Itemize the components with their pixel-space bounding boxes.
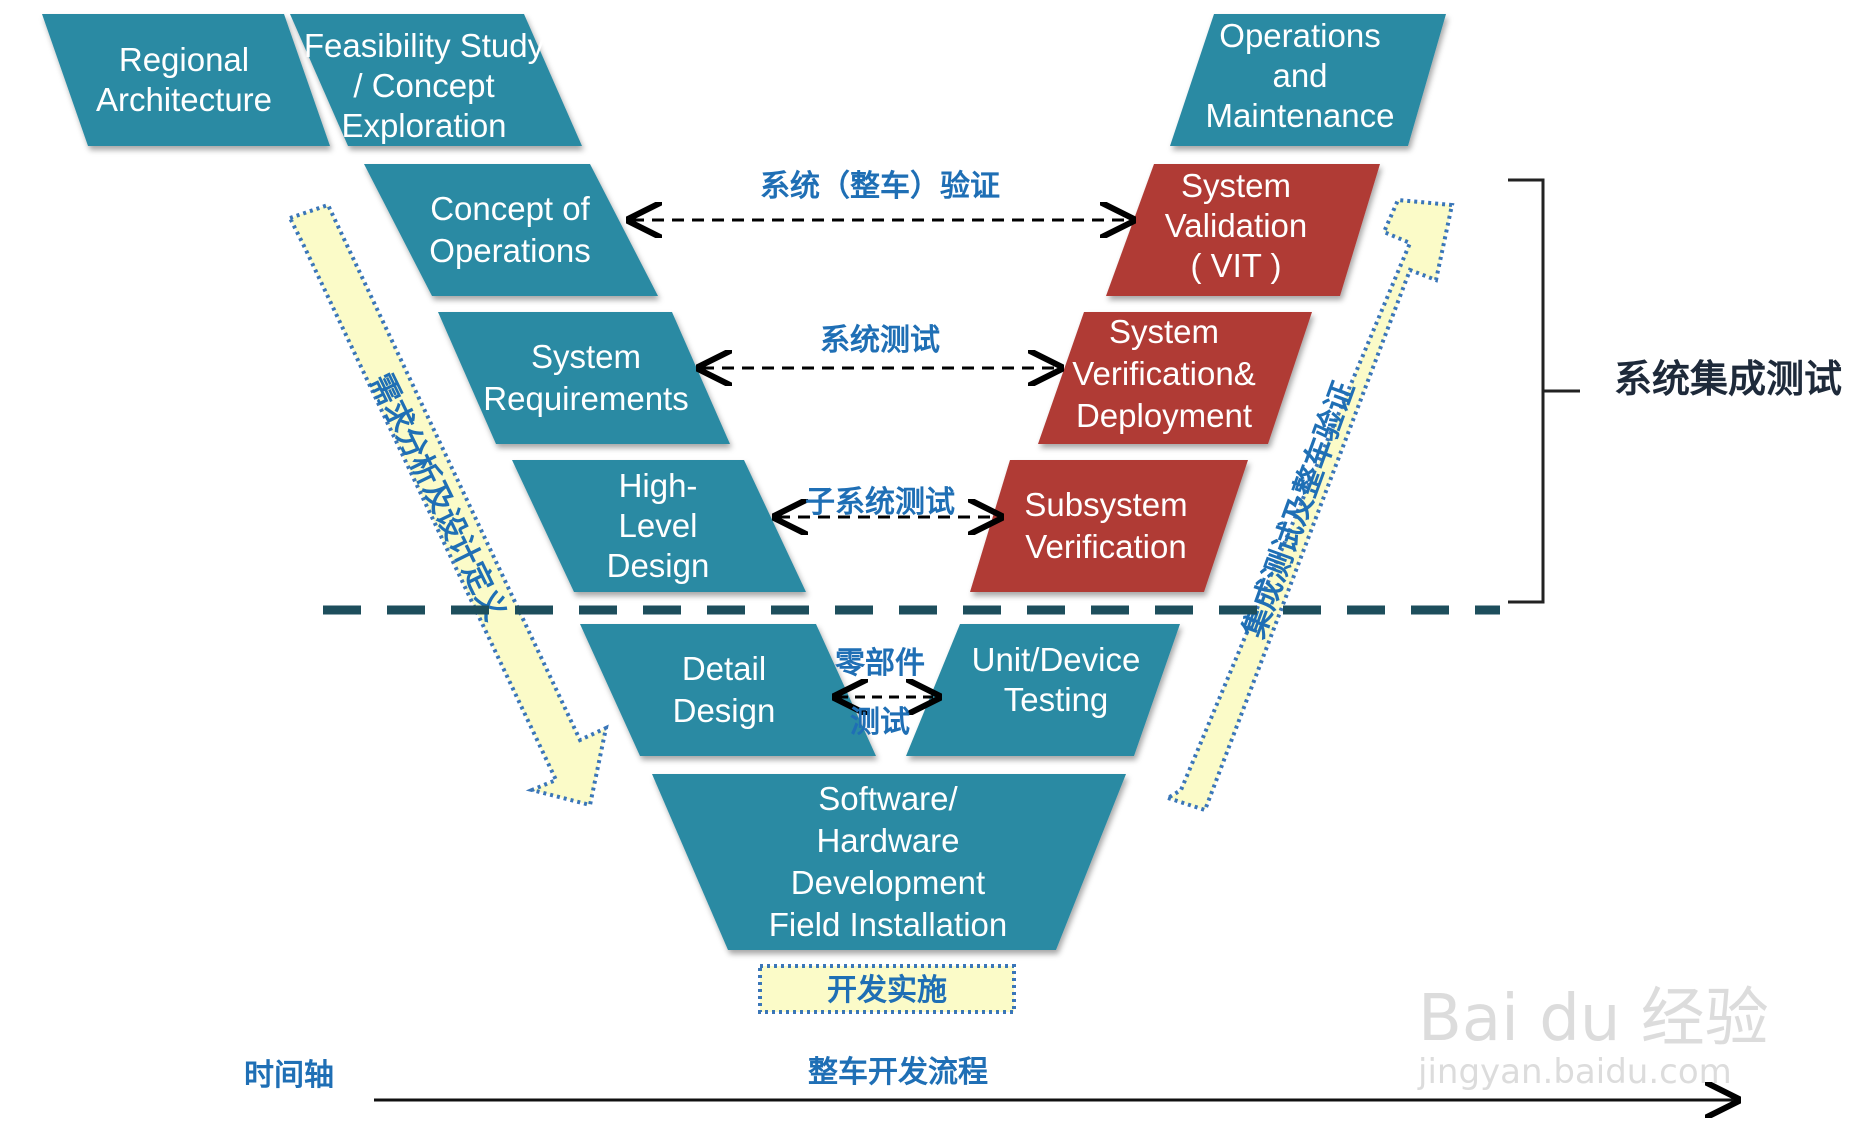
block-concept-of-operations-line-2: Operations bbox=[429, 232, 590, 269]
block-operations-maintenance-line-2: and bbox=[1272, 57, 1327, 94]
block-system-verification-line-2: Verification& bbox=[1072, 355, 1255, 392]
block-system-verification-line-3: Deployment bbox=[1076, 397, 1252, 434]
implementation-box: 开发实施 bbox=[758, 964, 1016, 1014]
timeline-process-label: 整车开发流程 bbox=[808, 1055, 988, 1090]
block-software-hardware-line-2: Hardware bbox=[816, 822, 959, 859]
block-detail-design-line-2: Design bbox=[673, 692, 776, 729]
block-system-validation-shape bbox=[1106, 164, 1380, 296]
block-feasibility-study-line-2: / Concept bbox=[353, 67, 494, 104]
block-concept-of-operations-line-1: Concept of bbox=[430, 190, 590, 227]
block-high-level-design-shape bbox=[512, 460, 806, 592]
block-concept-of-operations: Concept of Operations bbox=[364, 164, 658, 296]
block-operations-maintenance-line-1: Operations bbox=[1219, 17, 1380, 54]
link-component-test-label-1: 零部件 bbox=[835, 646, 925, 681]
block-feasibility-study-line-1: Feasibility Study bbox=[304, 27, 545, 64]
link-system-test-label: 系统测试 bbox=[820, 323, 940, 358]
link-subsystem-test: 子系统测试 bbox=[778, 485, 998, 520]
block-system-validation-line-3: ( VIT ) bbox=[1190, 247, 1281, 284]
link-vehicle-validation: 系统（整车）验证 bbox=[632, 169, 1130, 220]
block-detail-design-shape bbox=[580, 624, 876, 756]
integration-test-bracket: 系统集成测试 bbox=[1508, 178, 1842, 604]
block-regional-architecture-shape bbox=[42, 14, 330, 146]
block-regional-architecture-line-2: Architecture bbox=[96, 81, 272, 118]
block-software-hardware-line-3: Development bbox=[791, 864, 985, 901]
timeline: 时间轴 整车开发流程 bbox=[244, 1055, 1735, 1100]
integration-test-label: 系统集成测试 bbox=[1614, 357, 1842, 401]
link-component-test: 零部件 测试 bbox=[835, 646, 936, 740]
implementation-label: 开发实施 bbox=[827, 973, 947, 1008]
block-subsystem-verification-shape bbox=[970, 460, 1248, 592]
block-high-level-design-line-2: Level bbox=[619, 507, 698, 544]
block-unit-device-testing-line-1: Unit/Device bbox=[972, 641, 1141, 678]
watermark-url: jingyan.baidu.com bbox=[1417, 1052, 1732, 1092]
block-system-requirements-line-2: Requirements bbox=[483, 380, 688, 417]
block-concept-of-operations-shape bbox=[364, 164, 658, 296]
link-subsystem-test-label: 子系统测试 bbox=[805, 485, 955, 520]
block-unit-device-testing-shape bbox=[906, 624, 1180, 756]
block-operations-maintenance-line-3: Maintenance bbox=[1206, 97, 1395, 134]
block-system-validation-line-1: System bbox=[1181, 167, 1291, 204]
block-system-verification-line-1: System bbox=[1109, 313, 1219, 350]
block-subsystem-verification-line-2: Verification bbox=[1025, 528, 1186, 565]
link-system-test: 系统测试 bbox=[702, 323, 1058, 368]
link-vehicle-validation-label: 系统（整车）验证 bbox=[760, 169, 1000, 204]
block-subsystem-verification-line-1: Subsystem bbox=[1024, 486, 1187, 523]
block-system-validation-line-2: Validation bbox=[1165, 207, 1308, 244]
link-component-test-label-2: 测试 bbox=[850, 705, 910, 740]
block-software-hardware-shape bbox=[652, 774, 1126, 950]
block-detail-design-line-1: Detail bbox=[682, 650, 766, 687]
watermark-brand: Bai du 经验 bbox=[1418, 982, 1769, 1056]
block-feasibility-study-line-3: Exploration bbox=[341, 107, 506, 144]
timeline-axis-label: 时间轴 bbox=[244, 1058, 334, 1093]
block-operations-maintenance-shape bbox=[1170, 14, 1446, 146]
block-regional-architecture-line-1: Regional bbox=[119, 41, 249, 78]
block-high-level-design-line-3: Design bbox=[607, 547, 710, 584]
block-feasibility-study-shape bbox=[290, 14, 582, 146]
baidu-watermark: Bai du 经验 jingyan.baidu.com bbox=[1417, 982, 1769, 1092]
block-system-requirements-line-1: System bbox=[531, 338, 641, 375]
block-software-hardware-line-4: Field Installation bbox=[769, 906, 1007, 943]
block-system-verification-shape bbox=[1038, 312, 1312, 444]
block-unit-device-testing-line-2: Testing bbox=[1004, 681, 1109, 718]
block-high-level-design-line-1: High- bbox=[619, 467, 698, 504]
block-software-hardware-line-1: Software/ bbox=[818, 780, 958, 817]
block-system-requirements-shape bbox=[438, 312, 730, 444]
